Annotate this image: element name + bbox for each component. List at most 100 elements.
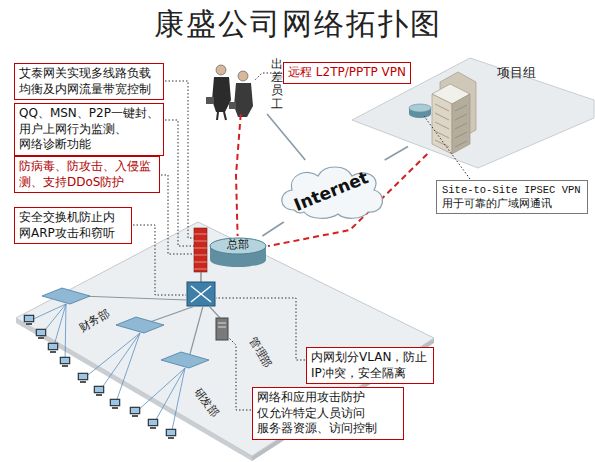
workstations [78,373,88,380]
workstations [95,387,103,392]
trunk-lines [150,306,195,322]
hq-ground [16,222,434,456]
building [435,104,467,147]
workstations [24,315,34,322]
workstations [80,381,86,383]
building [435,104,449,111]
workstations [96,394,102,396]
leader-lines [424,116,470,179]
workstations [26,323,32,325]
core-switch [200,272,201,282]
workstations [38,337,44,339]
building [455,132,467,138]
building [432,94,452,154]
internet-cloud: Internet [274,160,388,222]
workstations [36,329,46,336]
building [435,140,449,147]
feature-callout: 艾泰网关实现多线路负载 均衡及内网流量带宽控制 [14,63,164,100]
workstations [150,427,156,429]
feature-callout: 网络和应用攻击防护 仅允许特定人员访问 服务器资源、访问控制 [252,387,404,440]
firewall [194,262,207,263]
network-link [267,114,305,160]
traveling-staff [217,112,218,120]
workstations [94,386,104,393]
network-link [262,222,283,236]
building [435,122,449,129]
workstations [65,304,66,363]
workstations [49,344,57,349]
workstations [115,333,140,405]
vpn-tunnel [268,154,427,246]
hq-ground [16,222,434,461]
node-text: Site-to-Site IPSEC VPN 用于可靠的广域网通讯 [442,183,582,211]
leader-lines [229,338,251,410]
node-text: 总部 [208,237,268,252]
workstations [53,304,66,349]
dept-switches [161,352,209,368]
workstations [83,333,140,379]
network-link [385,147,408,160]
cloud-shape [282,167,383,218]
workstations [166,429,176,436]
firewall [194,255,207,256]
workstations [110,399,120,406]
server [216,318,228,340]
node-text: 艾泰网关实现多线路负载 均衡及内网流量带宽控制 [19,66,159,97]
feature-callout: 安全交换机防止内 网ARP攻击和窃听 [14,207,132,244]
vpn-callout: Site-to-Site IPSEC VPN 用于可靠的广域网通讯 [436,180,588,214]
dept-switches [42,288,90,304]
core-switch [191,286,211,302]
traveling-staff [234,83,253,117]
project-router [409,104,431,112]
workstations [99,333,140,392]
workstations [132,415,138,417]
feature-callout: 内网划分VLAN，防止 IP冲突，安全隔离 [306,347,434,384]
building [455,141,467,147]
workstations [24,304,185,439]
building [455,114,467,120]
leader-lines [133,225,186,295]
workstations [149,420,157,425]
firewall [194,228,207,272]
diagram-title: 康盛公司网络拓扑图 [0,4,595,45]
traveling-staff [212,77,231,112]
traveling-staff [229,102,236,109]
workstations [148,419,158,426]
workstations [135,368,185,413]
firewall [194,228,207,272]
core-switch [187,272,215,306]
firewall [194,241,207,242]
node-text: 出差员工 [271,58,283,111]
traveling-staff [206,97,214,104]
firewall [194,269,207,270]
workstations [50,351,56,353]
traveling-staff [224,112,226,120]
leader-lines [133,73,470,410]
building [432,72,476,154]
workstations [62,365,68,367]
firewall [194,234,207,235]
workstations [60,357,70,364]
core-switch [187,282,215,306]
workstations [25,316,33,321]
leader-lines [165,120,194,246]
vpn-callout: 远程 L2TP/PPTP VPN [283,62,411,84]
staff-group: 出差员工 [200,56,286,114]
workstations [61,358,69,363]
feature-callout: 防病毒、防攻击、入侵监 测、支持DDoS防护 [14,156,160,193]
node-text: 网络和应用攻击防护 仅允许特定人员访问 服务器资源、访问控制 [257,390,399,437]
dept-switches [42,288,209,368]
node-text: QQ、MSN、P2P一键封、 用户上网行为监测、 网络诊断功能 [19,106,159,153]
project-site: 项目组 [408,64,538,154]
workstations [29,304,66,321]
building [435,113,449,120]
workstations [131,408,139,413]
dept-switches [116,317,164,333]
traveling-staff [216,65,226,75]
trunk-lines [190,306,203,354]
workstations [153,368,185,425]
building [455,105,467,111]
hq-router: 总部 [208,236,268,268]
workstations [111,400,119,405]
server [218,327,226,328]
